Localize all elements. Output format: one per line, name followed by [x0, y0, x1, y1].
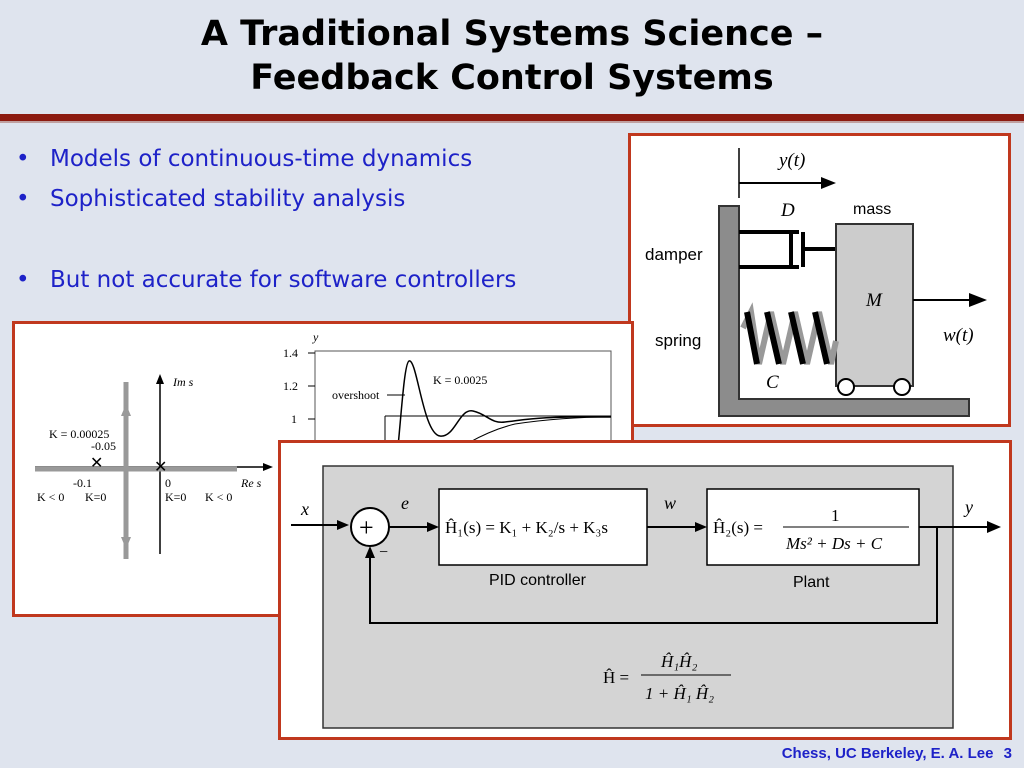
- title-line-2: Feedback Control Systems: [250, 58, 774, 98]
- step-y-axis-label: y: [312, 330, 319, 344]
- w-arrow-head: [969, 293, 987, 307]
- k-lt0-right: K < 0: [205, 490, 232, 504]
- plant-caption: Plant: [793, 574, 830, 591]
- c-label: C: [766, 372, 779, 393]
- im-axis-head: [156, 374, 164, 384]
- feedback-arrow-head: [365, 546, 375, 558]
- h2-denominator: Ms² + Ds + C: [785, 534, 883, 553]
- d-label: D: [780, 200, 795, 221]
- h2-lhs: Ĥ₂(s) =: [713, 518, 763, 537]
- damper-symbol: [739, 230, 836, 269]
- footer-credit: Chess, UC Berkeley, E. A. Lee: [781, 745, 994, 762]
- val-0: 0: [165, 476, 171, 490]
- h-numerator: Ĥ₁Ĥ₂: [660, 652, 697, 671]
- bullet-marker: •: [16, 186, 30, 212]
- k-lt0-left: K < 0: [37, 490, 64, 504]
- pole-origin-icon: ✕: [154, 459, 167, 476]
- bullet-item: • Models of continuous-time dynamics: [16, 143, 626, 183]
- bullet-item: • Sophisticated stability analysis: [16, 183, 626, 223]
- e-label: e: [401, 493, 409, 513]
- spring-front: [744, 311, 830, 365]
- bullet-item: • But not accurate for software controlle…: [16, 264, 626, 304]
- spring-label: spring: [655, 331, 701, 350]
- x-arrow-head: [337, 520, 349, 530]
- e-arrow-head: [427, 522, 439, 532]
- block-diagram-panel: x + − e Ĥ₁(s) = K₁ + K₂/s + K₃s PID cont…: [278, 440, 1012, 740]
- mass-spring-panel: y(t) D mass damper M w(t) spring C: [628, 133, 1011, 427]
- h2-numerator: 1: [831, 506, 840, 525]
- slide-title: A Traditional Systems Science – Feedback…: [0, 12, 1024, 100]
- wheel-left: [837, 378, 855, 396]
- h-denominator: 1 + Ĥ₁ Ĥ₂: [645, 684, 714, 703]
- footer: Chess, UC Berkeley, E. A. Lee 3: [782, 745, 1012, 762]
- w-label: w(t): [943, 325, 974, 346]
- y-output-arrow-head: [987, 521, 1001, 533]
- k-eq0-left: K=0: [85, 490, 106, 504]
- minus-sign: −: [379, 544, 388, 561]
- plus-icon: +: [359, 513, 374, 542]
- tick-label: 1: [291, 412, 297, 426]
- title-line-1: A Traditional Systems Science –: [200, 14, 824, 54]
- y-arrow-head: [821, 177, 836, 189]
- mass-spring-diagram: y(t) D mass damper M w(t) spring C: [645, 148, 987, 417]
- step-response-curve: [392, 360, 612, 492]
- bullet-text: Sophisticated stability analysis: [50, 186, 406, 212]
- wall-floor: [718, 205, 970, 417]
- pid-caption: PID controller: [489, 572, 587, 589]
- tick-label: 1.4: [283, 346, 298, 360]
- bullet-text: But not accurate for software controller…: [50, 267, 517, 293]
- overshoot-label: overshoot: [332, 388, 380, 402]
- val-neg01: -0.1: [73, 476, 92, 490]
- step-k-label: K = 0.0025: [433, 373, 487, 387]
- im-label: Im s: [172, 375, 194, 389]
- h-lhs: Ĥ =: [603, 668, 629, 687]
- pole-left-icon: ✕: [90, 455, 103, 472]
- w-signal-label: w: [664, 493, 676, 513]
- stability-plots: Im s Re s ✕ ✕ K = 0.00025 -0.05 -0.1 0 K…: [35, 330, 612, 559]
- bullet-list: • Models of continuous-time dynamics • Sop…: [16, 143, 626, 304]
- tick-label: 1.2: [283, 379, 298, 393]
- mass-label: mass: [853, 201, 891, 218]
- re-axis-head: [263, 463, 273, 471]
- page-number: 3: [1003, 745, 1012, 762]
- h1-formula: Ĥ₁(s) = K₁ + K₂/s + K₃s: [445, 518, 608, 537]
- x-label: x: [300, 499, 309, 519]
- damper-label: damper: [645, 245, 703, 264]
- k-eq0-right: K=0: [165, 490, 186, 504]
- k-annotation: K = 0.00025: [49, 427, 109, 441]
- bullet-text: Models of continuous-time dynamics: [50, 146, 473, 172]
- title-rule: [0, 114, 1024, 123]
- y-output-label: y: [963, 497, 973, 517]
- bullet-marker: •: [16, 267, 30, 293]
- re-label: Re s: [240, 476, 262, 490]
- mass-block: [835, 223, 914, 387]
- y-label: y(t): [777, 150, 805, 171]
- m-label: M: [865, 290, 883, 311]
- val-neg005: -0.05: [91, 439, 116, 453]
- feedback-path: [369, 527, 938, 624]
- w-arrow-head: [695, 522, 707, 532]
- block-diagram: x + − e Ĥ₁(s) = K₁ + K₂/s + K₃s PID cont…: [291, 465, 1001, 729]
- wheel-right: [893, 378, 911, 396]
- bullet-marker: •: [16, 146, 30, 172]
- pid-block: [438, 488, 648, 566]
